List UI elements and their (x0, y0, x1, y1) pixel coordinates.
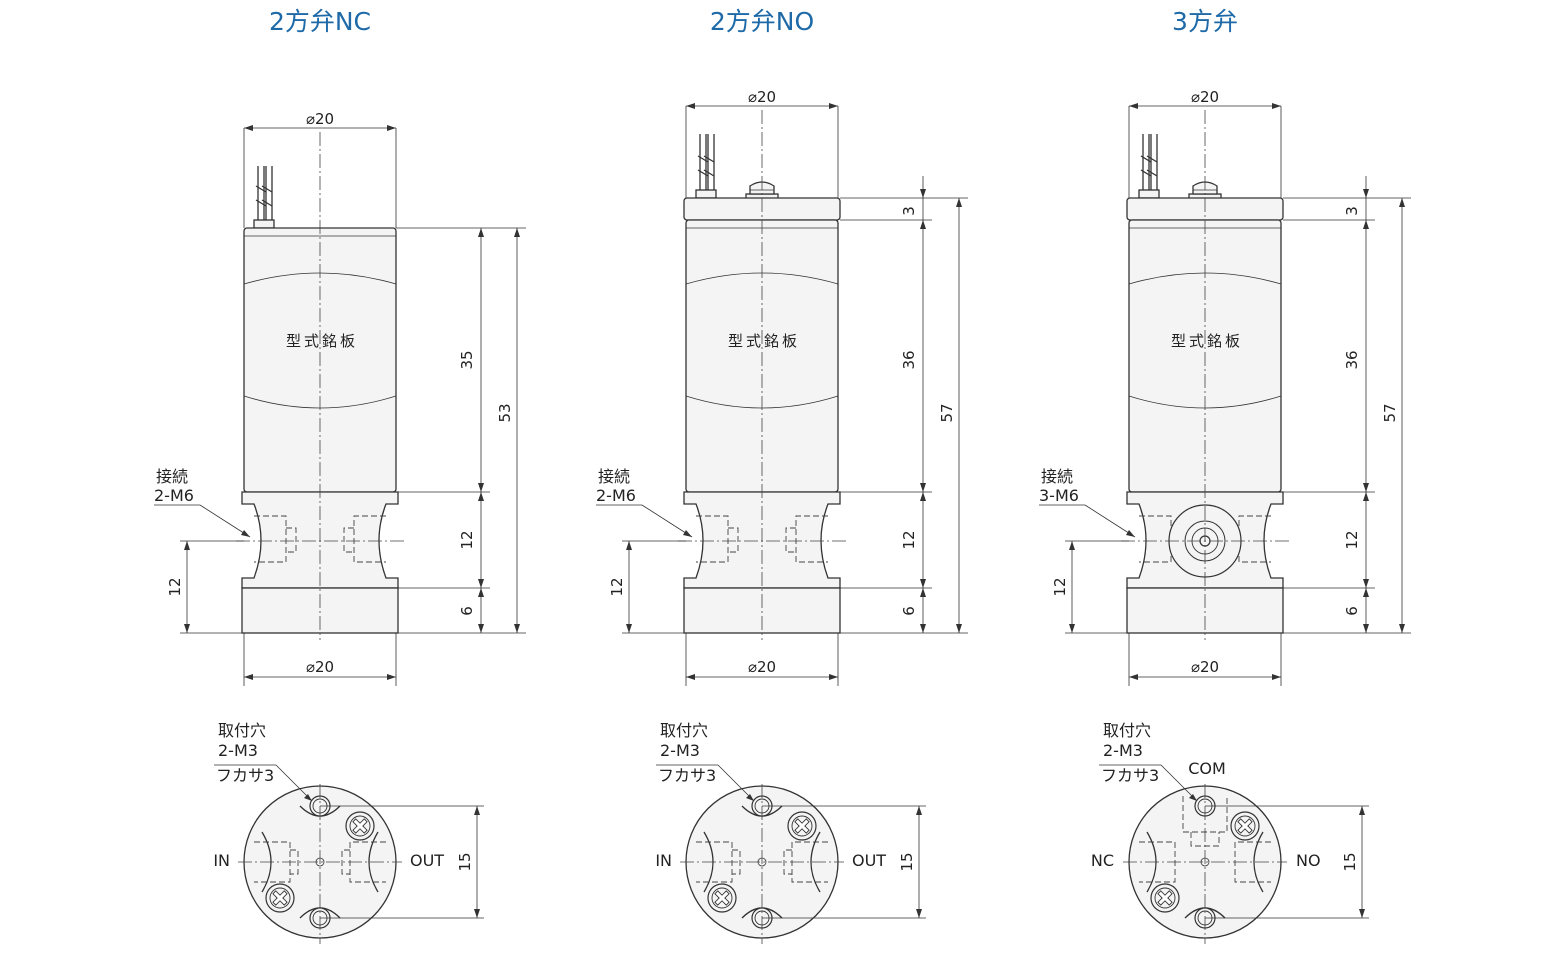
dim-total-height: 57 (938, 403, 956, 422)
connection-thread-label: 3-M6 (1039, 486, 1079, 505)
dim-mount-pitch: 15 (456, 852, 474, 871)
screw-icon (707, 883, 737, 913)
port-left-label: IN (213, 851, 230, 870)
screw-icon (787, 811, 817, 841)
mount-hole-label: 取付穴 (1103, 721, 1151, 740)
port-right-label: OUT (410, 851, 444, 870)
port-left-label: IN (655, 851, 672, 870)
valve-2way-nc: 2方弁NC ⌀20 型式銘板 (154, 7, 526, 944)
connection-thread-label: 2-M6 (596, 486, 636, 505)
connection-thread-label: 2-M6 (154, 486, 194, 505)
dim-port-height: 12 (1051, 577, 1069, 596)
connection-label: 接続 (1041, 467, 1073, 486)
mount-hole-label: 取付穴 (660, 721, 708, 740)
dim-cap-height: 3 (900, 206, 918, 216)
top-diameter-label: ⌀20 (748, 88, 776, 106)
nameplate-label: 型式銘板 (1171, 332, 1243, 350)
bottom-view: 15 IN OUT 取付穴 2-M3 フカサ3 (655, 721, 926, 944)
lead-wires (695, 134, 717, 199)
dim-port-height: 12 (166, 577, 184, 596)
mount-hole-depth-label: フカサ3 (658, 766, 716, 785)
dim-body-height: 36 (900, 350, 918, 369)
bottom-diameter-label: ⌀20 (748, 658, 776, 676)
dim-port-block-height: 12 (1343, 530, 1361, 549)
dim-base-height: 6 (1343, 606, 1361, 616)
port-right-label: NO (1296, 851, 1321, 870)
dim-total-height: 57 (1381, 403, 1399, 422)
mount-hole-thread-label: 2-M3 (660, 741, 700, 760)
mount-hole-depth-label: フカサ3 (1101, 766, 1159, 785)
dim-port-block-height: 12 (458, 530, 476, 549)
mount-hole-label: 取付穴 (218, 721, 266, 740)
dim-port-block-height: 12 (900, 530, 918, 549)
screw-icon (1230, 811, 1260, 841)
mount-hole-thread-label: 2-M3 (218, 741, 258, 760)
dim-cap-height: 3 (1343, 206, 1361, 216)
port-right-label: OUT (852, 851, 886, 870)
top-diameter-label: ⌀20 (1191, 88, 1219, 106)
dim-port-height: 12 (608, 577, 626, 596)
valve-3way: 3方弁 ⌀20 型式銘板 (1039, 7, 1411, 944)
dim-base-height: 6 (900, 606, 918, 616)
valve-title: 2方弁NC (269, 7, 371, 36)
bottom-view: 15 IN OUT 取付穴 2-M3 フカサ3 (213, 721, 484, 944)
top-diameter-label: ⌀20 (306, 110, 334, 128)
dim-body-height: 35 (458, 350, 476, 369)
lead-wires (1138, 134, 1160, 199)
valve-title: 2方弁NO (710, 7, 814, 36)
valve-2way-no: 2方弁NO ⌀20 型式銘板 (596, 7, 968, 944)
dim-mount-pitch: 15 (1341, 852, 1359, 871)
lead-wires (253, 166, 275, 229)
dim-mount-pitch: 15 (898, 852, 916, 871)
valve-title: 3方弁 (1172, 7, 1238, 36)
bottom-diameter-label: ⌀20 (1191, 658, 1219, 676)
port-left-label: NC (1091, 851, 1114, 870)
mount-hole-thread-label: 2-M3 (1103, 741, 1143, 760)
screw-icon (1150, 883, 1180, 913)
dim-body-height: 36 (1343, 350, 1361, 369)
mount-hole-depth-label: フカサ3 (216, 766, 274, 785)
screw-icon (345, 811, 375, 841)
nameplate-label: 型式銘板 (286, 332, 358, 350)
connection-label: 接続 (156, 467, 188, 486)
bottom-diameter-label: ⌀20 (306, 658, 334, 676)
screw-icon (265, 883, 295, 913)
dim-total-height: 53 (496, 403, 514, 422)
port-top-label: COM (1188, 759, 1226, 778)
dim-base-height: 6 (458, 606, 476, 616)
bottom-view: 15 NC NO COM 取付穴 2-M3 フカサ3 (1091, 721, 1369, 944)
nameplate-label: 型式銘板 (728, 332, 800, 350)
connection-label: 接続 (598, 467, 630, 486)
